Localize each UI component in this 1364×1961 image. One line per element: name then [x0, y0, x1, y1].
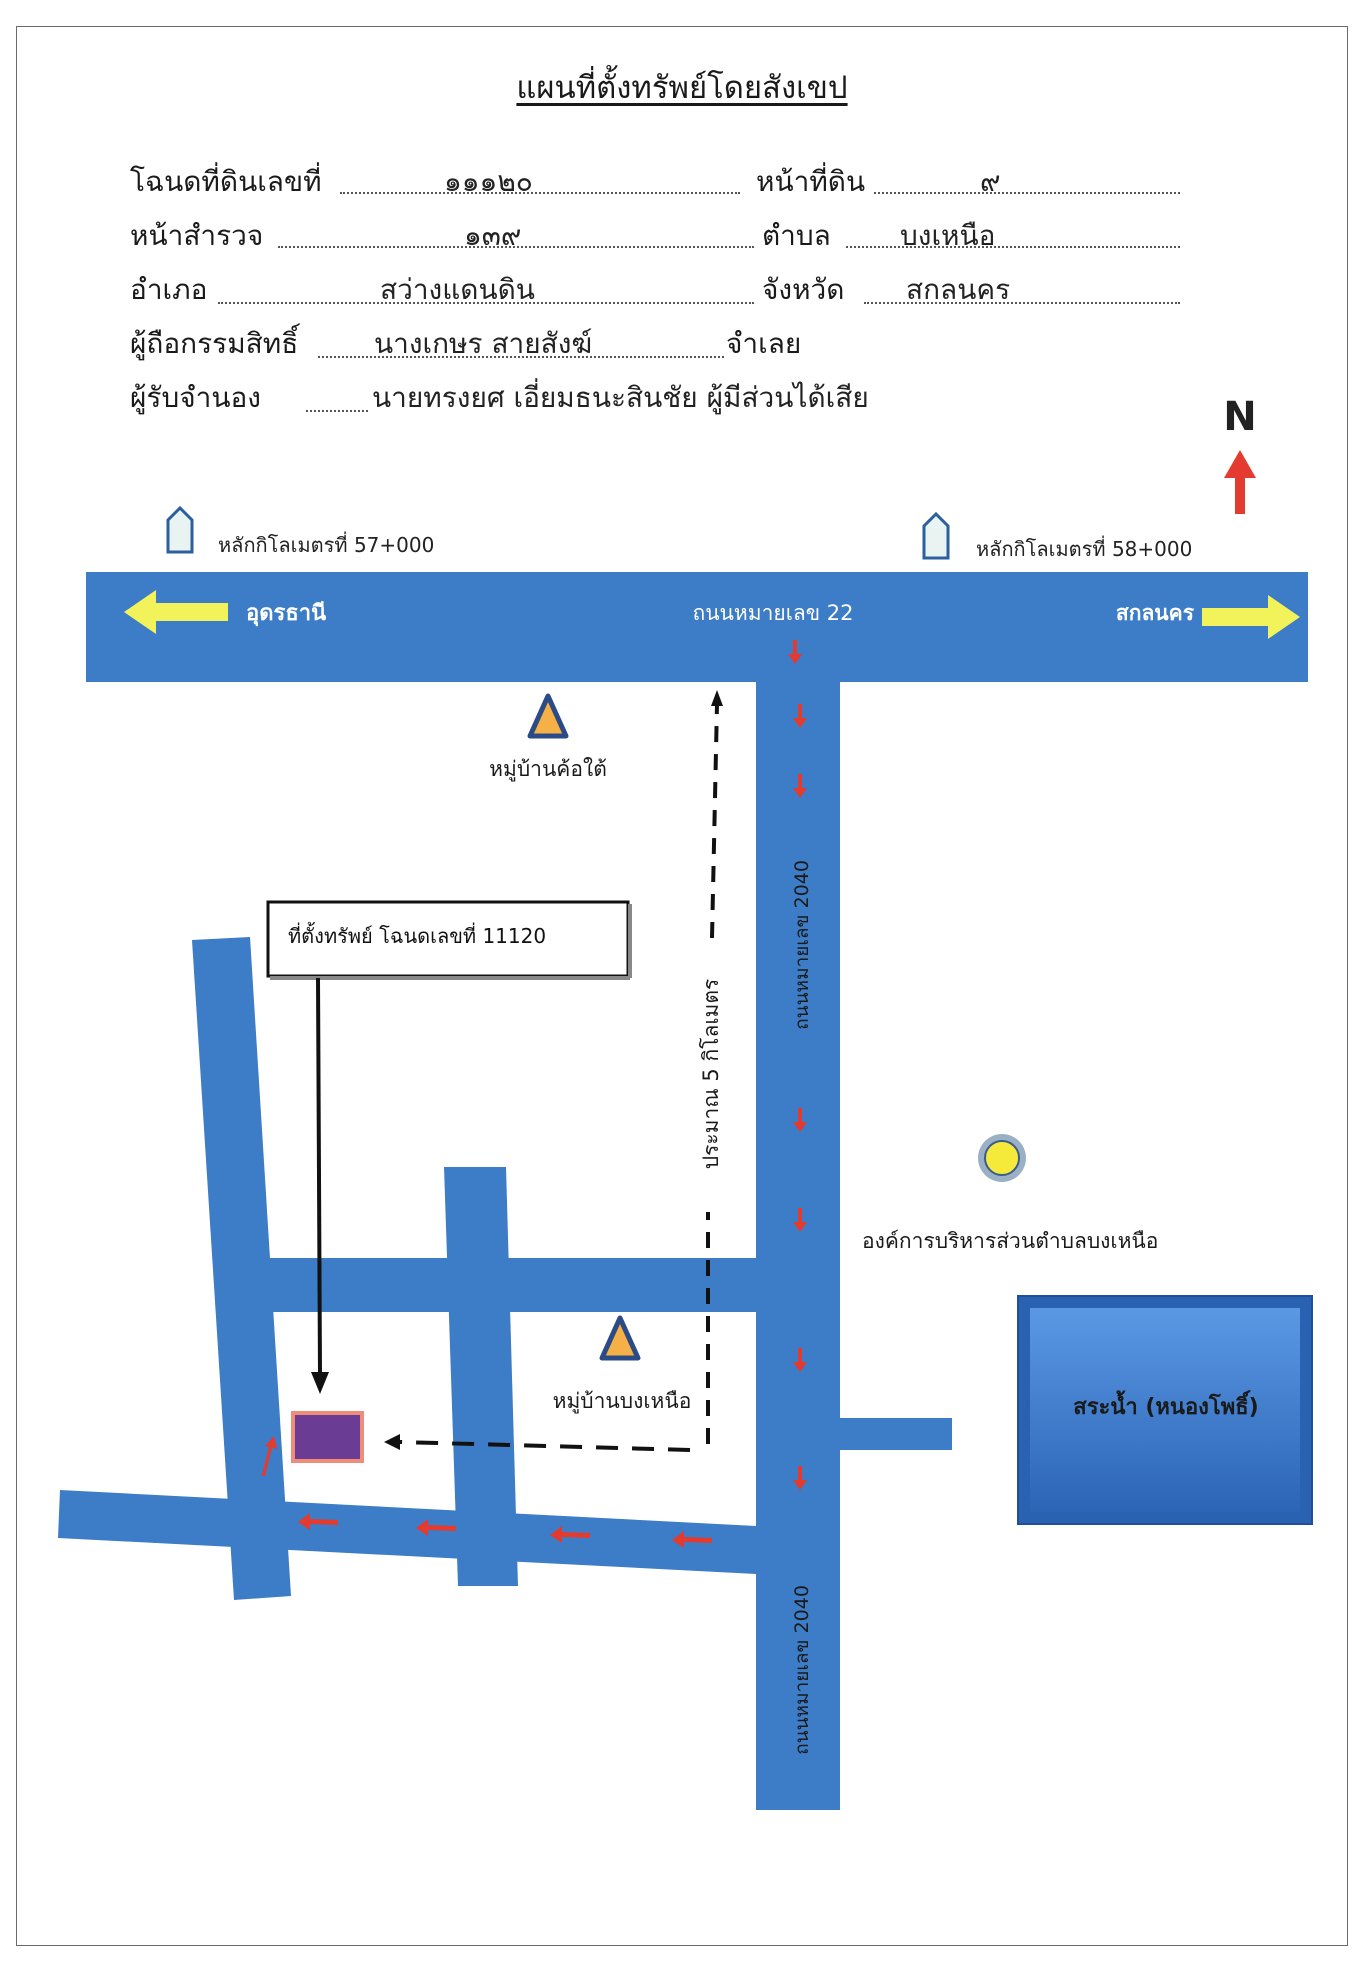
red-arrow-icon [793, 704, 807, 728]
village-north-label: หมู่บ้านค้อใต้ [489, 757, 607, 782]
red-arrow-icon [550, 1526, 590, 1543]
property-callout [266, 900, 632, 980]
land-page-label: หน้าที่ดิน [756, 165, 866, 198]
red-arrow-icon [793, 1208, 807, 1232]
dotted-line [318, 356, 724, 358]
owner-value: นางเกษร สายสังฆ์ [374, 327, 593, 360]
village-landmark-icon [527, 693, 569, 739]
tao-office-icon [978, 1134, 1026, 1182]
info-row-owner: ผู้ถือกรรมสิทธิ์ นางเกษร สายสังฆ์ จำเลย [130, 322, 1180, 362]
main-road-22 [86, 572, 1308, 682]
district-label: อำเภอ [130, 273, 208, 306]
km-marker-left-label: หลักกิโลเมตรที่ 57+000 [218, 531, 434, 557]
callout-pointer [311, 977, 329, 1394]
village-south-label: หมู่บ้านบงเหนือ [553, 1389, 692, 1414]
red-arrow-icon [298, 1513, 338, 1530]
survey-page-label: หน้าสำรวจ [130, 219, 264, 252]
dotted-line [846, 246, 1180, 248]
dotted-line [306, 410, 368, 412]
property-parcel-icon [291, 1411, 364, 1463]
red-arrow-icon [416, 1519, 456, 1536]
mortgagee-label: ผู้รับจำนอง [130, 381, 261, 414]
direction-west-label: อุดรธานี [246, 601, 326, 627]
road-2040-label-top: ถนนหมายเลข 2040 [791, 860, 813, 1030]
side-road-west [192, 937, 291, 1600]
document-title: แผนที่ตั้งทรัพย์โดยสังเขป [516, 70, 848, 106]
province-value: สกลนคร [906, 273, 1011, 306]
km-marker-icon [922, 511, 950, 560]
dotted-line [864, 302, 1180, 304]
dotted-line [340, 192, 740, 194]
page-frame [16, 26, 1348, 1946]
pond-label: สระน้ำ (หนองโพธิ์) [1073, 1390, 1258, 1420]
red-arrow-icon [672, 1531, 712, 1548]
mortgagee-value: นายทรงยศ เอี่ยมธนะสินชัย ผู้มีส่วนได้เสี… [372, 381, 869, 414]
defendant-label: จำเลย [726, 327, 802, 360]
province-label: จังหวัด [762, 273, 845, 306]
north-label: N [1223, 394, 1256, 440]
distance-label: ประมาณ 5 กิโลเมตร [699, 979, 723, 1170]
road-2040 [756, 682, 840, 1810]
pond-icon [1017, 1295, 1313, 1525]
red-arrow-icon [793, 1108, 807, 1132]
north-arrow-icon [1224, 450, 1256, 514]
land-page-value: ๙ [980, 165, 1001, 198]
arrow-right-icon [1202, 595, 1300, 639]
dotted-line [874, 192, 1180, 194]
owner-label: ผู้ถือกรรมสิทธิ์ [130, 327, 299, 360]
info-row-deed: โฉนดที่ดินเลขที่ ๑๑๑๒๐ หน้าที่ดิน ๙ [130, 160, 1180, 200]
road-2040-label-bottom: ถนนหมายเลข 2040 [791, 1585, 813, 1755]
red-arrow-icon [793, 774, 807, 798]
district-value: สว่างแดนดิน [380, 273, 535, 306]
arrow-left-icon [124, 590, 228, 634]
property-label: ที่ตั้งทรัพย์ โฉนดเลขที่ 11120 [288, 922, 546, 948]
km-marker-right-label: หลักกิโลเมตรที่ 58+000 [976, 535, 1192, 561]
red-arrow-icon [793, 1348, 807, 1372]
route-path [399, 703, 719, 1452]
red-arrow-icon [260, 1436, 277, 1476]
red-arrow-icon [793, 1466, 807, 1490]
deed-no-label: โฉนดที่ดินเลขที่ [130, 165, 322, 198]
tao-label: องค์การบริหารส่วนตำบลบงเหนือ [862, 1229, 1158, 1253]
km-marker-icon [166, 505, 194, 554]
deed-no-value: ๑๑๑๒๐ [444, 165, 533, 198]
dotted-line [278, 246, 754, 248]
survey-page-value: ๑๓๙ [464, 219, 522, 252]
cross-road [262, 1258, 756, 1312]
subdistrict-label: ตำบล [762, 219, 831, 252]
direction-east-label: สกลนคร [1116, 601, 1195, 625]
dotted-line [218, 302, 754, 304]
route-arrow-left-icon [384, 1434, 400, 1450]
info-row-survey: หน้าสำรวจ ๑๓๙ ตำบล บงเหนือ [130, 214, 1180, 254]
road-stub-east [840, 1418, 952, 1450]
info-row-mortgagee: ผู้รับจำนอง นายทรงยศ เอี่ยมธนะสินชัย ผู้… [130, 376, 1180, 416]
roads [58, 572, 1308, 1810]
route-arrow-up-icon [711, 690, 723, 706]
main-road-label: ถนนหมายเลข 22 [692, 601, 853, 625]
village-landmark-icon [599, 1315, 641, 1361]
red-arrow-icon [788, 640, 802, 664]
lower-road [58, 1490, 756, 1574]
subdistrict-value: บงเหนือ [900, 219, 996, 252]
info-row-district: อำเภอ สว่างแดนดิน จังหวัด สกลนคร [130, 268, 1180, 308]
